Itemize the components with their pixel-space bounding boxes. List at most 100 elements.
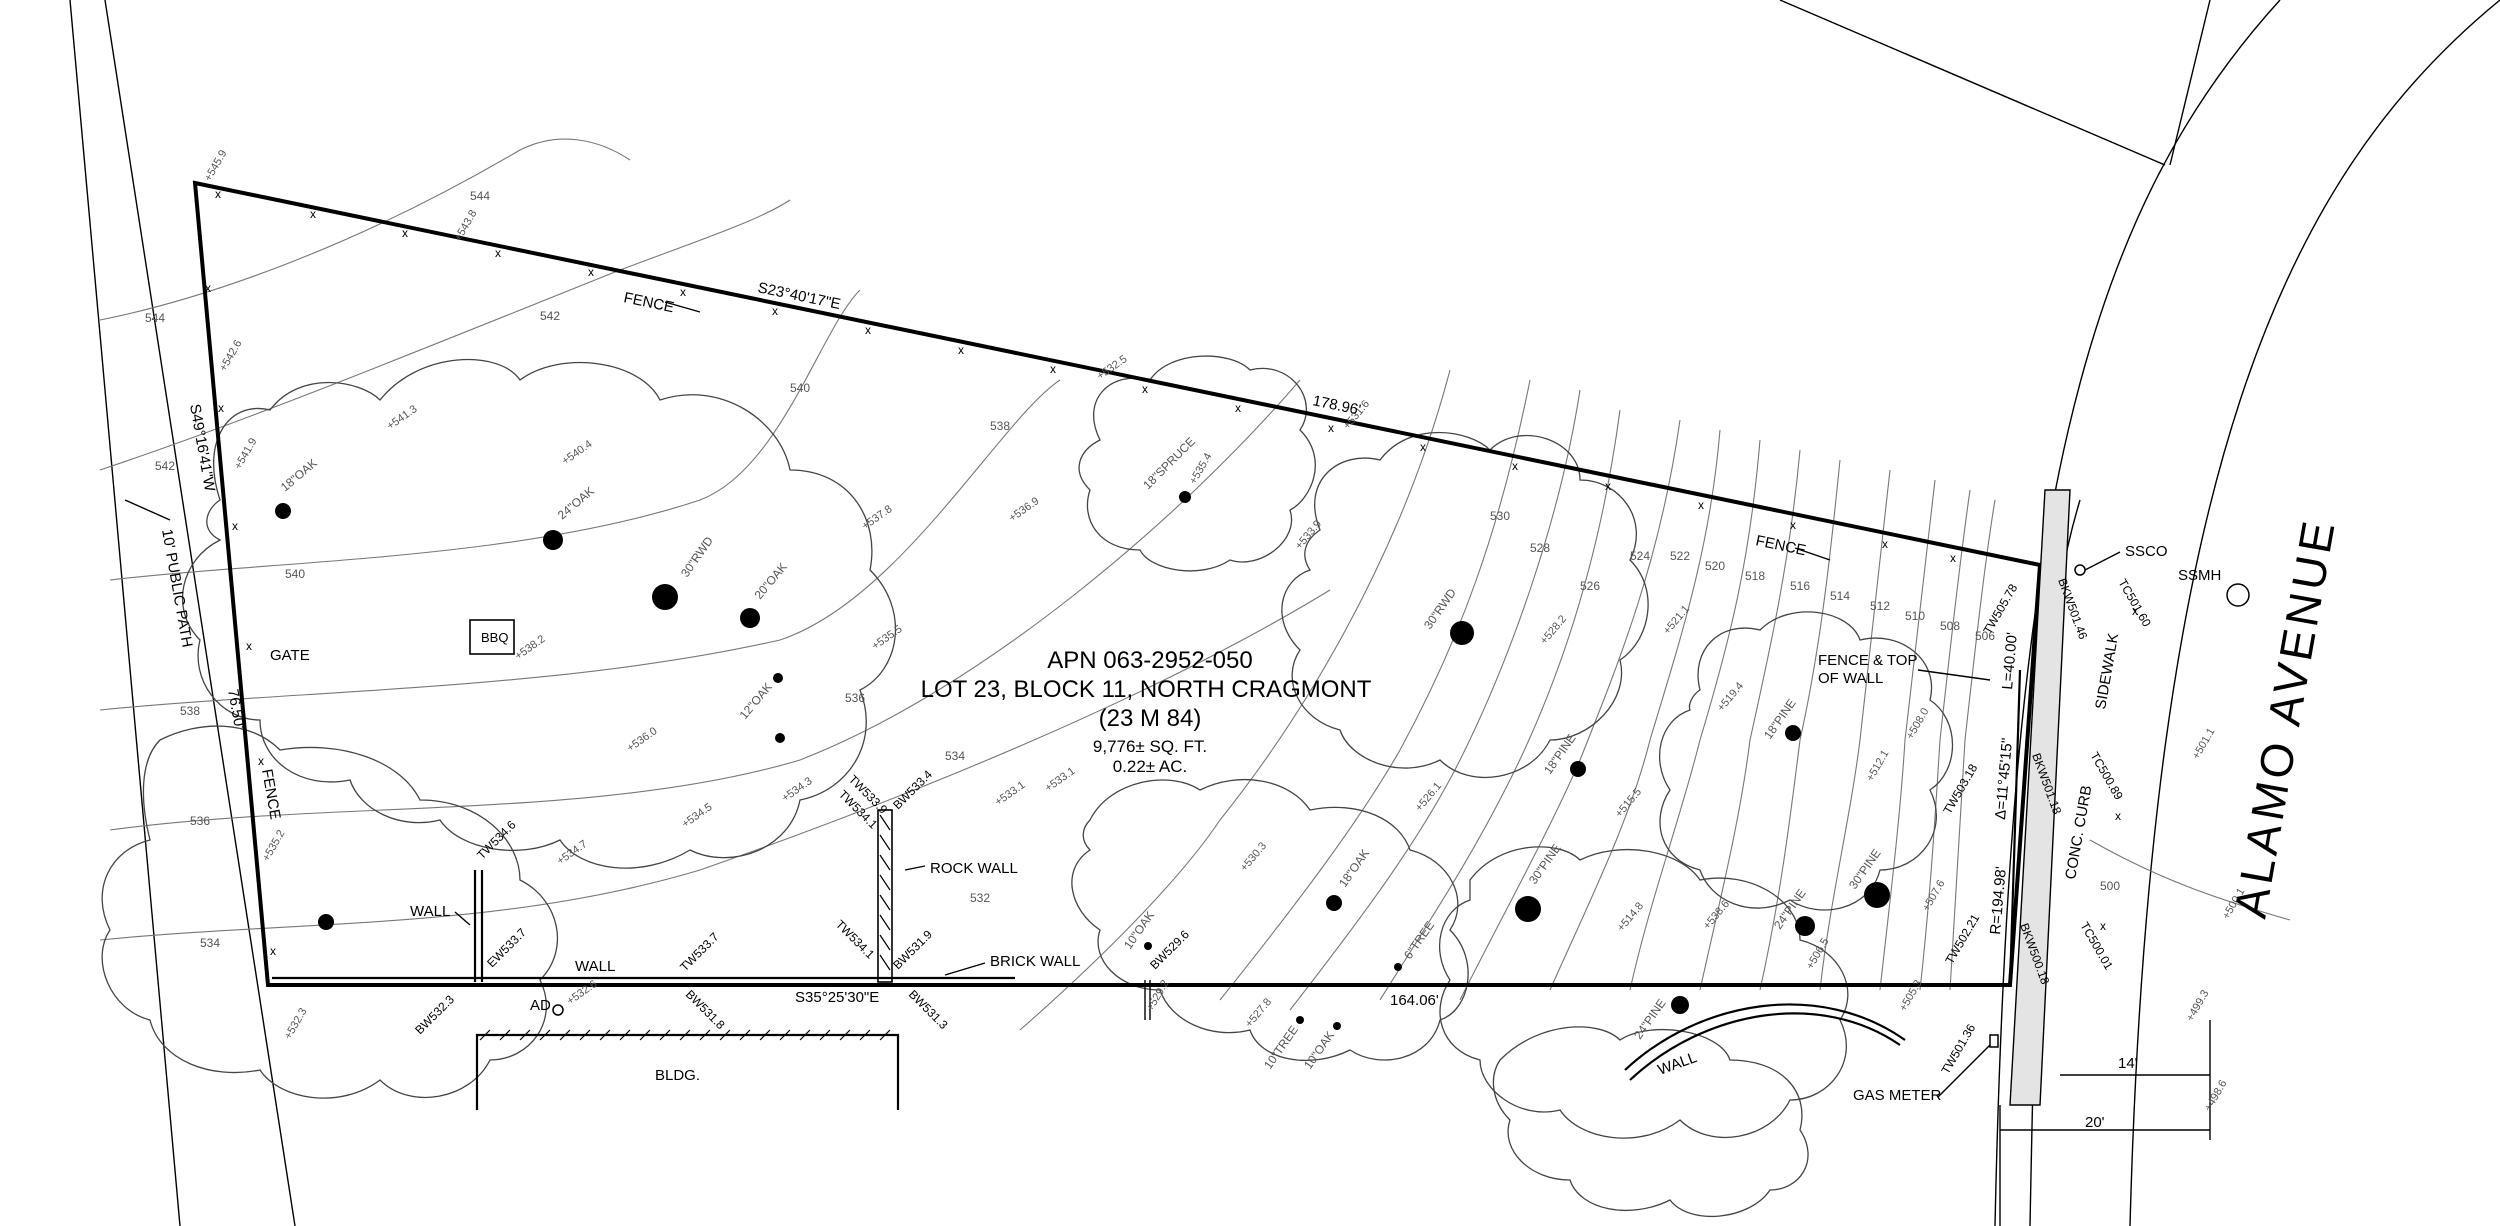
svg-text:x: x (865, 323, 871, 337)
tree-marker (318, 914, 334, 930)
spot-elevation: +521.1 (1661, 603, 1692, 637)
parcel-lot: LOT 23, BLOCK 11, NORTH CRAGMONT (921, 676, 1372, 703)
spot-elevation: +530.3 (1238, 840, 1269, 874)
contour-label: 542 (155, 459, 175, 473)
svg-text:x: x (1950, 551, 1956, 565)
spot-elevation: +541.9 (232, 436, 259, 471)
spot-elevation: +536.0 (625, 725, 660, 754)
tree-label: 20"OAK (752, 560, 790, 602)
spot-label: BW531.8 (683, 987, 728, 1032)
spot-elevation: +538.2 (513, 633, 548, 662)
spot-elevation: +540.4 (560, 438, 595, 467)
spot-label: TW534.1 (833, 917, 878, 962)
tree-marker (1326, 895, 1342, 911)
contour-label: 540 (790, 381, 810, 395)
contour-label: 538 (180, 704, 200, 718)
tree-marker (1394, 963, 1402, 971)
svg-text:x: x (680, 285, 686, 299)
ssco-icon (2074, 564, 2086, 576)
svg-text:x: x (270, 944, 276, 958)
sidewalk-strip (1999, 489, 2211, 1226)
spot-elevation: +532.3 (282, 1006, 309, 1041)
contour-label: 542 (540, 309, 560, 323)
ssco-label: SSCO (2125, 543, 2168, 560)
svg-text:x: x (958, 343, 964, 357)
spot-label: TC500.01 (2077, 920, 2116, 973)
parcel-area-sqft: 9,776± SQ. FT. (1093, 737, 1207, 756)
spot-elevation: +499.3 (2184, 988, 2211, 1023)
svg-text:x: x (1050, 362, 1056, 376)
rock-wall-label: ROCK WALL (930, 860, 1018, 877)
gate-label: GATE (270, 647, 310, 664)
svg-text:x: x (1142, 382, 1148, 396)
svg-text:x: x (232, 519, 238, 533)
spot-elevation: +512.1 (1864, 748, 1891, 783)
tree-marker (1864, 882, 1890, 908)
spot-label: TW533.7 (677, 930, 722, 975)
tree-marker (1671, 996, 1689, 1014)
contour-label: 524 (1630, 549, 1650, 563)
fence-top-wall-label: OF WALL (1818, 670, 1883, 687)
svg-text:x: x (1790, 518, 1796, 532)
svg-text:x: x (588, 265, 594, 279)
curve-length: L=40.00' (1999, 631, 2021, 690)
svg-text:x: x (1605, 479, 1611, 493)
road-name: ALAMO AVENUE (2224, 514, 2346, 922)
contour-label: 518 (1745, 569, 1765, 583)
tree-marker (1333, 1022, 1341, 1030)
tree-label: 30"PINE (1526, 841, 1564, 886)
tree-label: 10"TREE (1261, 1023, 1301, 1072)
svg-text:x: x (1882, 537, 1888, 551)
sidewalk-label: SIDEWALK (2092, 632, 2122, 711)
spot-label: BW532.3 (412, 992, 457, 1037)
tree-marker (1450, 621, 1474, 645)
area-drain-icon (552, 1004, 564, 1016)
ssmh-icon (2226, 583, 2250, 607)
svg-text:x: x (772, 304, 778, 318)
fence-top-wall-label: FENCE & TOP (1818, 652, 1917, 669)
gas-meter-icon (1989, 1034, 1999, 1048)
fence-label: FENCE (1754, 532, 1807, 559)
spot-elevation: +507.6 (1920, 878, 1947, 913)
svg-text:x: x (1512, 459, 1518, 473)
spot-elevation: +515.5 (1613, 786, 1644, 820)
parcel-boundary (192, 180, 2043, 987)
bbq-icon (469, 619, 515, 655)
utility-symbols (469, 564, 2250, 1048)
tree-label: 18"OAK (278, 456, 320, 494)
dimension-label: 14' (2118, 1055, 2138, 1072)
contour-lines (99, 138, 2291, 1031)
tree-marker (652, 584, 678, 610)
spot-label: TW502.21 (1942, 911, 1982, 966)
spot-elevation: +533.1 (993, 779, 1028, 808)
svg-text:x: x (2132, 604, 2138, 618)
svg-text:x: x (2100, 919, 2106, 933)
svg-text:x: x (2115, 809, 2121, 823)
contour-label: 512 (1870, 599, 1890, 613)
svg-text:x: x (1235, 401, 1241, 415)
svg-text:x: x (1420, 440, 1426, 454)
tree-marker (1515, 896, 1541, 922)
spot-elevation: +534.3 (780, 775, 815, 804)
contour-labels: 544 544 542 542 540 540 538 538 536 536 … (145, 189, 2120, 950)
spot-label: TC501.60 (2115, 577, 2154, 630)
contour-label: 538 (990, 419, 1010, 433)
contour-label: 506 (1975, 629, 1995, 643)
parcel-info: APN 063-2952-050 LOT 23, BLOCK 11, NORTH… (921, 647, 1372, 776)
tree-label: 12"OAK (737, 680, 775, 722)
tree-label: 6"TREE (1401, 919, 1437, 962)
leader-lines (124, 301, 2121, 1098)
contour-label: 530 (1490, 509, 1510, 523)
tree-label: 18"OAK (1336, 847, 1372, 890)
tree-trunks (275, 491, 1890, 1030)
spot-elevation: +533.1 (1043, 765, 1078, 794)
contour-label: 544 (470, 189, 490, 203)
spot-elevation: +527.8 (1243, 996, 1274, 1030)
contour-label: 516 (1790, 579, 1810, 593)
contour-label: 526 (1580, 579, 1600, 593)
ssmh-label: SSMH (2178, 567, 2221, 584)
contour-label: 528 (1530, 541, 1550, 555)
tree-marker (1179, 491, 1191, 503)
spot-elevation: +534.7 (555, 838, 590, 867)
tree-marker (1570, 761, 1586, 777)
